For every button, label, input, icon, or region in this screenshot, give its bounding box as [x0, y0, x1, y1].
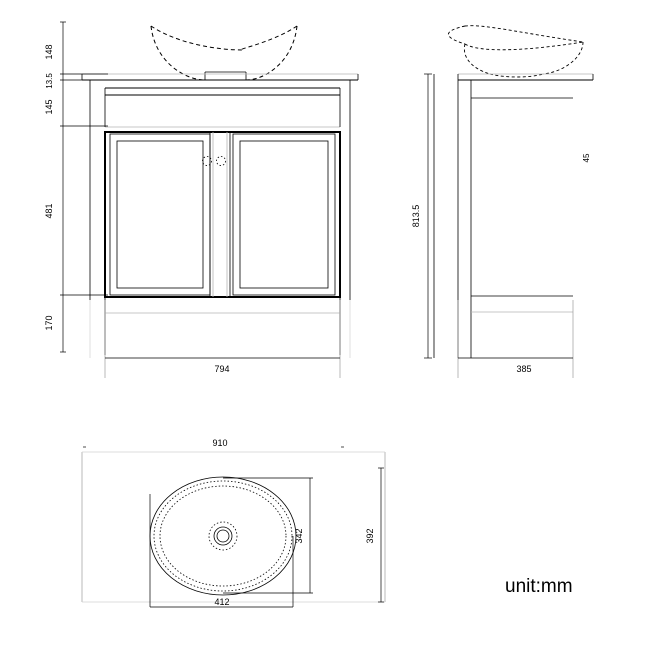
front-door-knob-right[interactable] — [216, 156, 226, 166]
front-cabinet-body — [104, 131, 341, 298]
side-vessel-sink — [448, 25, 584, 78]
front-elevation-view: 148 13.5 145 481 170 794 — [44, 21, 359, 378]
dim-813-5: 813.5 — [411, 205, 421, 228]
front-width-dimension: 794 — [104, 300, 341, 378]
front-vessel-sink — [150, 25, 298, 81]
dim-45: 45 — [582, 153, 591, 162]
dim-910: 910 — [212, 438, 227, 448]
dim-481: 481 — [44, 203, 54, 218]
top-depth-dimension: 392 — [365, 467, 384, 603]
top-drain — [208, 521, 238, 551]
front-vertical-dimensions: 148 13.5 145 481 170 — [44, 21, 108, 353]
dim-385: 385 — [516, 364, 531, 374]
dim-170: 170 — [44, 315, 54, 330]
dim-412: 412 — [214, 597, 229, 607]
front-apron-band — [89, 80, 351, 300]
front-countertop — [81, 73, 359, 81]
top-countertop-outline — [81, 451, 386, 603]
top-basin-width-dimension: 412 — [149, 494, 294, 608]
side-elevation-view: 45 813.5 385 — [411, 25, 594, 378]
dim-145: 145 — [44, 99, 54, 114]
side-depth-dimension: 385 — [457, 300, 574, 378]
dim-794: 794 — [214, 364, 229, 374]
side-countertop — [457, 73, 594, 81]
top-basin-depth-dimension: 342 — [223, 477, 313, 594]
unit-note: unit:mm — [505, 576, 573, 597]
dim-13-5: 13.5 — [45, 73, 54, 89]
dim-148: 148 — [44, 44, 54, 59]
top-width-dimension: 910 — [83, 438, 344, 448]
front-door-knob-left[interactable] — [202, 156, 212, 166]
front-center-stile — [209, 132, 231, 297]
top-plan-view: 910 392 342 412 — [81, 438, 386, 608]
dim-342: 342 — [294, 528, 304, 543]
front-cabinet-door-right[interactable] — [232, 133, 336, 296]
side-height-dimension: 813.5 — [411, 73, 432, 359]
dim-392: 392 — [365, 528, 375, 543]
